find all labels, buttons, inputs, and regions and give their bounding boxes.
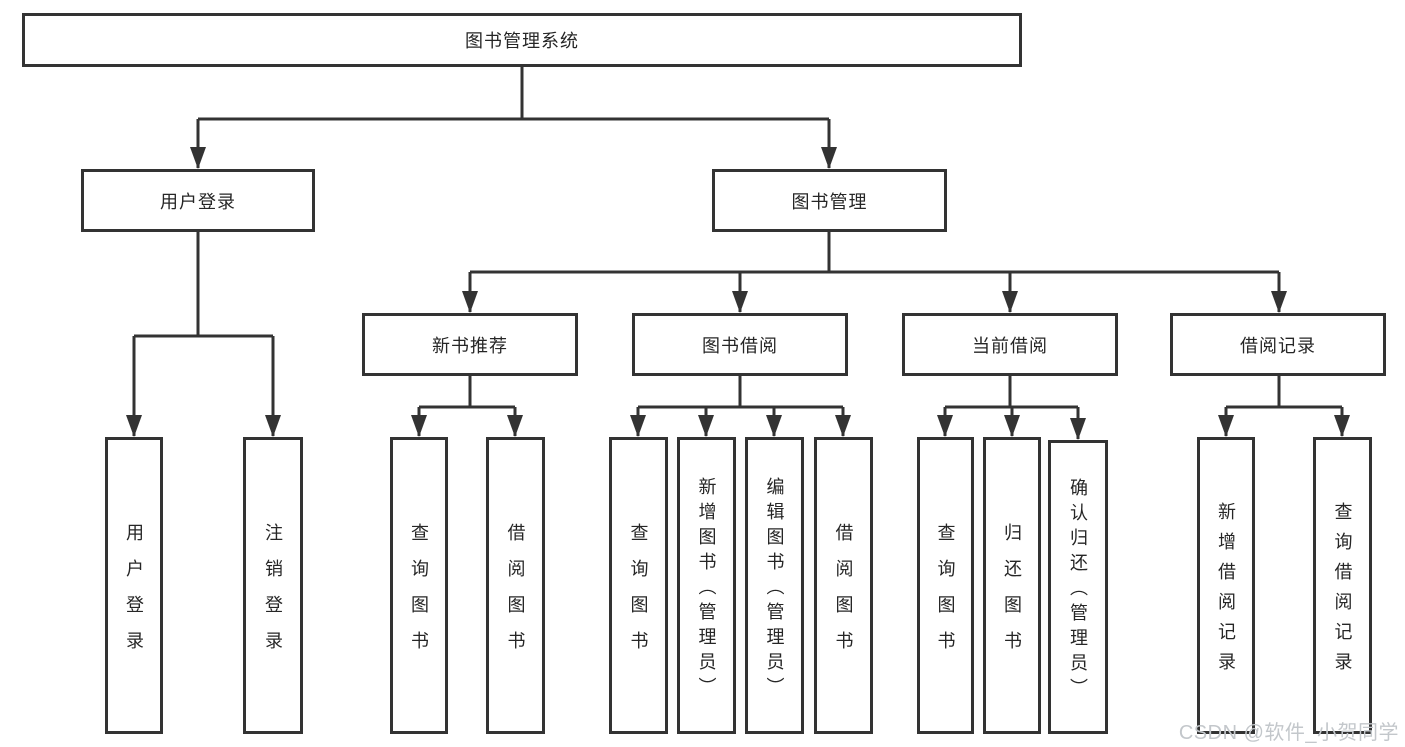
leaf-label: 查询图书 bbox=[628, 522, 649, 667]
leaf-query-books-borrow: 查询图书 bbox=[609, 437, 668, 734]
leaf-add-book-admin: 新增图书（管理员） bbox=[677, 437, 736, 734]
leaf-label: 借阅图书 bbox=[505, 522, 526, 667]
leaf-label: 归还图书 bbox=[1002, 522, 1022, 667]
leaf-confirm-return-admin: 确认归还（管理员） bbox=[1048, 440, 1108, 734]
node-label: 图书借阅 bbox=[702, 335, 778, 356]
csdn-watermark: CSDN @软件_小贺同学 bbox=[1178, 722, 1399, 744]
node-label: 图书管理系统 bbox=[465, 31, 579, 51]
leaf-return-book: 归还图书 bbox=[983, 437, 1041, 734]
leaf-label: 新增图书（管理员） bbox=[696, 476, 717, 702]
leaf-label: 编辑图书（管理员） bbox=[764, 476, 785, 702]
node-label: 用户登录 bbox=[160, 191, 236, 212]
leaf-edit-book-admin: 编辑图书（管理员） bbox=[745, 437, 804, 734]
node-root: 图书管理系统 bbox=[22, 13, 1022, 67]
leaf-query-books-current: 查询图书 bbox=[917, 437, 974, 734]
node-new-book-recommend: 新书推荐 bbox=[362, 313, 578, 376]
leaf-label: 查询图书 bbox=[935, 522, 956, 667]
leaf-user-login: 用户登录 bbox=[105, 437, 163, 734]
leaf-label: 注销登录 bbox=[263, 522, 283, 667]
leaf-borrow-books-recommend: 借阅图书 bbox=[486, 437, 545, 734]
leaf-query-books-recommend: 查询图书 bbox=[390, 437, 448, 734]
node-label: 当前借阅 bbox=[972, 335, 1048, 356]
leaf-label: 新增借阅记录 bbox=[1216, 501, 1236, 682]
leaf-logout-login: 注销登录 bbox=[243, 437, 303, 734]
node-label: 图书管理 bbox=[791, 191, 868, 212]
leaf-add-borrow-record: 新增借阅记录 bbox=[1197, 437, 1255, 734]
leaf-label: 用户登录 bbox=[124, 522, 144, 667]
leaf-label: 确认归还（管理员） bbox=[1068, 478, 1088, 703]
leaf-borrow-books: 借阅图书 bbox=[814, 437, 873, 734]
node-user-login: 用户登录 bbox=[81, 169, 315, 232]
leaf-query-borrow-record: 查询借阅记录 bbox=[1313, 437, 1372, 734]
node-label: 借阅记录 bbox=[1240, 335, 1316, 356]
node-book-borrow: 图书借阅 bbox=[632, 313, 848, 376]
leaf-label: 借阅图书 bbox=[833, 522, 854, 667]
leaf-label: 查询借阅记录 bbox=[1332, 501, 1353, 682]
leaf-label: 查询图书 bbox=[409, 522, 429, 667]
node-borrow-record: 借阅记录 bbox=[1170, 313, 1386, 376]
node-book-management: 图书管理 bbox=[712, 169, 947, 232]
node-current-borrow: 当前借阅 bbox=[902, 313, 1118, 376]
node-label: 新书推荐 bbox=[432, 335, 508, 356]
